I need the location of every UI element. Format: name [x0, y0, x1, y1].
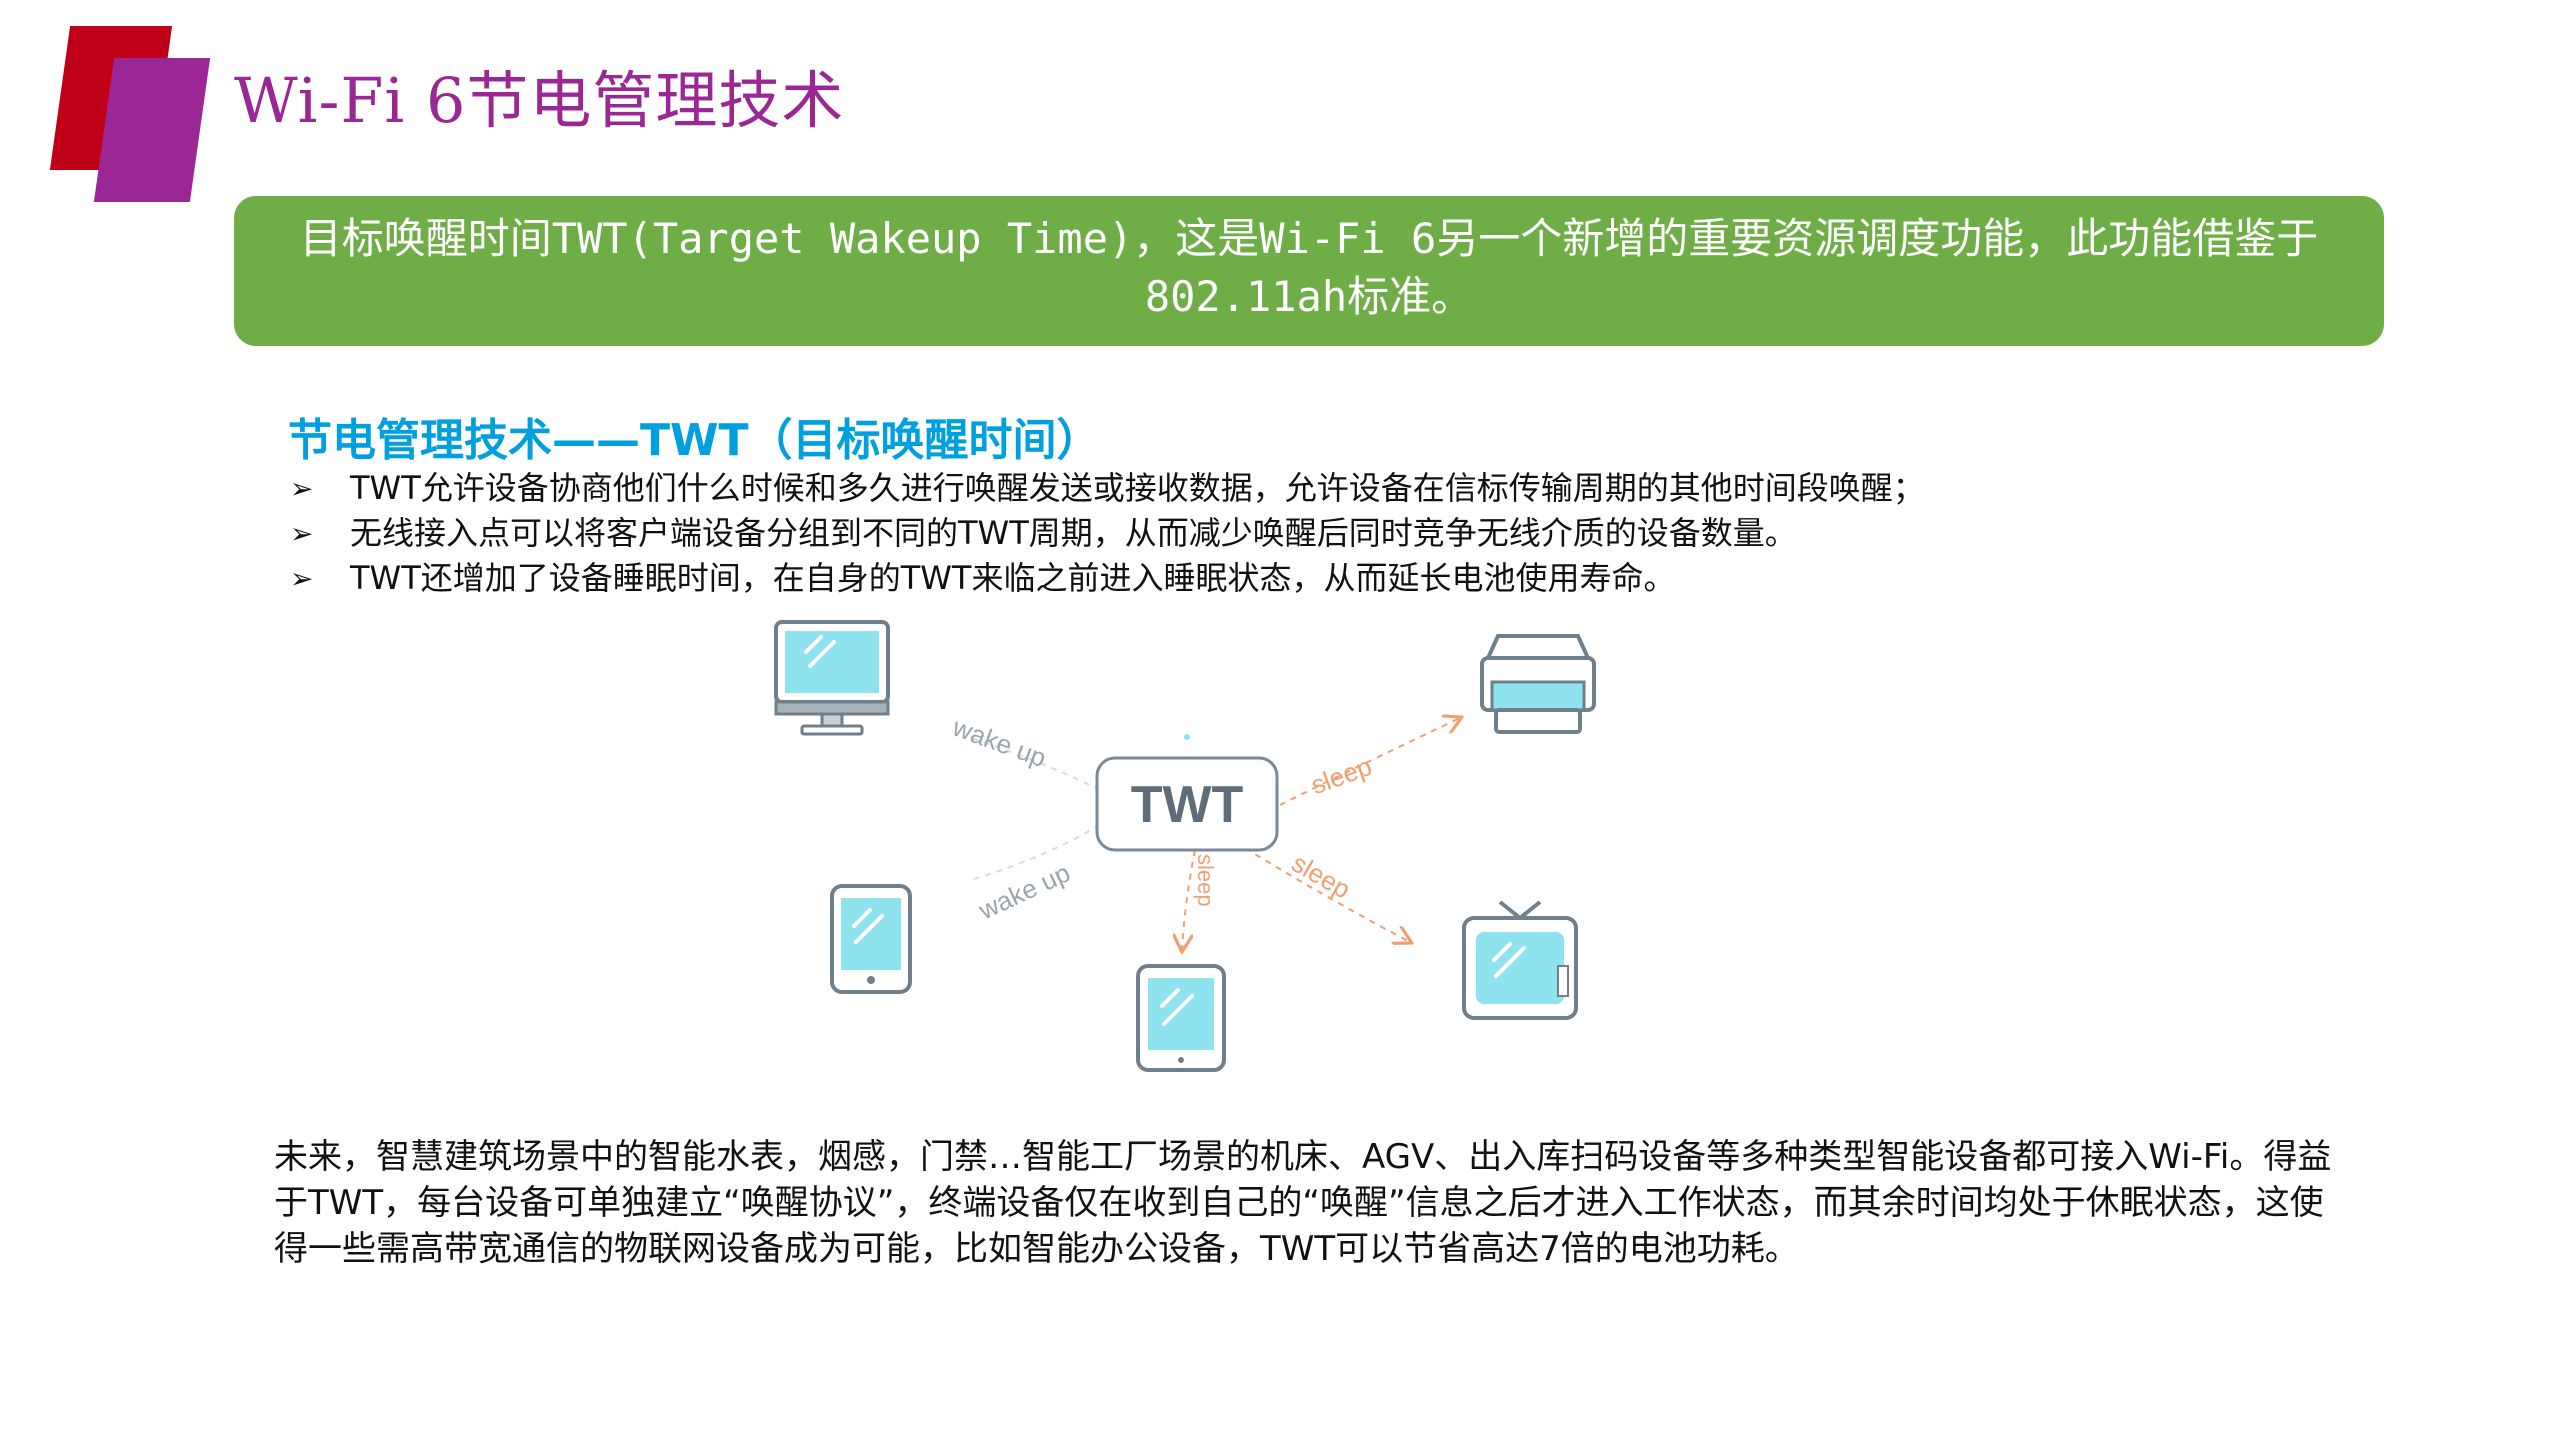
twt-node-label: TWT: [1131, 776, 1244, 834]
bullet-list: ➢ TWT允许设备协商他们什么时候和多久进行唤醒发送或接收数据，允许设备在信标传…: [288, 466, 1925, 601]
signal-dot: [1184, 734, 1190, 740]
edge-label-sleep-tv: sleep: [1287, 848, 1356, 905]
phone-icon: [830, 884, 912, 994]
banner-text: 目标唤醒时间TWT(Target Wakeup Time)，这是Wi-Fi 6另…: [299, 214, 2319, 321]
tv-icon: [1462, 900, 1578, 1020]
edge-label-wake-phone: wake up: [973, 857, 1074, 926]
bullet-item: ➢ TWT还增加了设备睡眠时间，在自身的TWT来临之前进入睡眠状态，从而延长电池…: [288, 556, 1925, 601]
connector-lines: [969, 718, 1460, 950]
twt-node-box: [1095, 756, 1279, 852]
bullet-item: ➢ TWT允许设备协商他们什么时候和多久进行唤醒发送或接收数据，允许设备在信标传…: [288, 466, 1925, 511]
twt-diagram: wake up wake up sleep sleep sleep TWT: [740, 610, 1640, 1090]
arrow-bullet-icon: ➢: [290, 517, 314, 550]
bullet-text: TWT还增加了设备睡眠时间，在自身的TWT来临之前进入睡眠状态，从而延长电池使用…: [350, 559, 1676, 597]
section-heading: 节电管理技术——TWT（目标唤醒时间）: [288, 415, 1101, 466]
wake-line-monitor: [969, 737, 1101, 791]
edge-label-wake-monitor: wake up: [948, 711, 1050, 773]
decor-purple-parallelogram: [93, 58, 211, 202]
page-title: Wi-Fi 6节电管理技术: [234, 64, 845, 137]
sleep-line-printer: [1279, 718, 1460, 806]
monitor-icon: [774, 620, 890, 736]
edge-label-sleep-printer: sleep: [1307, 751, 1376, 800]
edge-label-sleep-tablet: sleep: [1193, 854, 1218, 907]
twt-diagram-svg: wake up wake up sleep sleep sleep TWT: [774, 620, 1596, 1072]
arrow-bullet-icon: ➢: [290, 562, 314, 595]
bullet-item: ➢ 无线接入点可以将客户端设备分组到不同的TWT周期，从而减少唤醒后同时竞争无线…: [288, 511, 1925, 556]
tablet-icon: [1136, 964, 1226, 1072]
twt-node: TWT: [1095, 756, 1279, 852]
bottom-paragraph: 未来，智慧建筑场景中的智能水表，烟感，门禁…智能工厂场景的机床、AGV、出入库扫…: [274, 1137, 2332, 1269]
sleep-line-tv: [1244, 847, 1410, 942]
sleep-line-tablet: [1182, 849, 1196, 950]
summary-banner: 目标唤醒时间TWT(Target Wakeup Time)，这是Wi-Fi 6另…: [234, 196, 2384, 346]
bullet-text: TWT允许设备协商他们什么时候和多久进行唤醒发送或接收数据，允许设备在信标传输周…: [350, 469, 1925, 507]
bullet-text: 无线接入点可以将客户端设备分组到不同的TWT周期，从而减少唤醒后同时竞争无线介质…: [350, 514, 1797, 552]
arrow-bullet-icon: ➢: [290, 472, 314, 505]
printer-icon: [1480, 634, 1596, 734]
wake-line-phone: [969, 824, 1101, 881]
